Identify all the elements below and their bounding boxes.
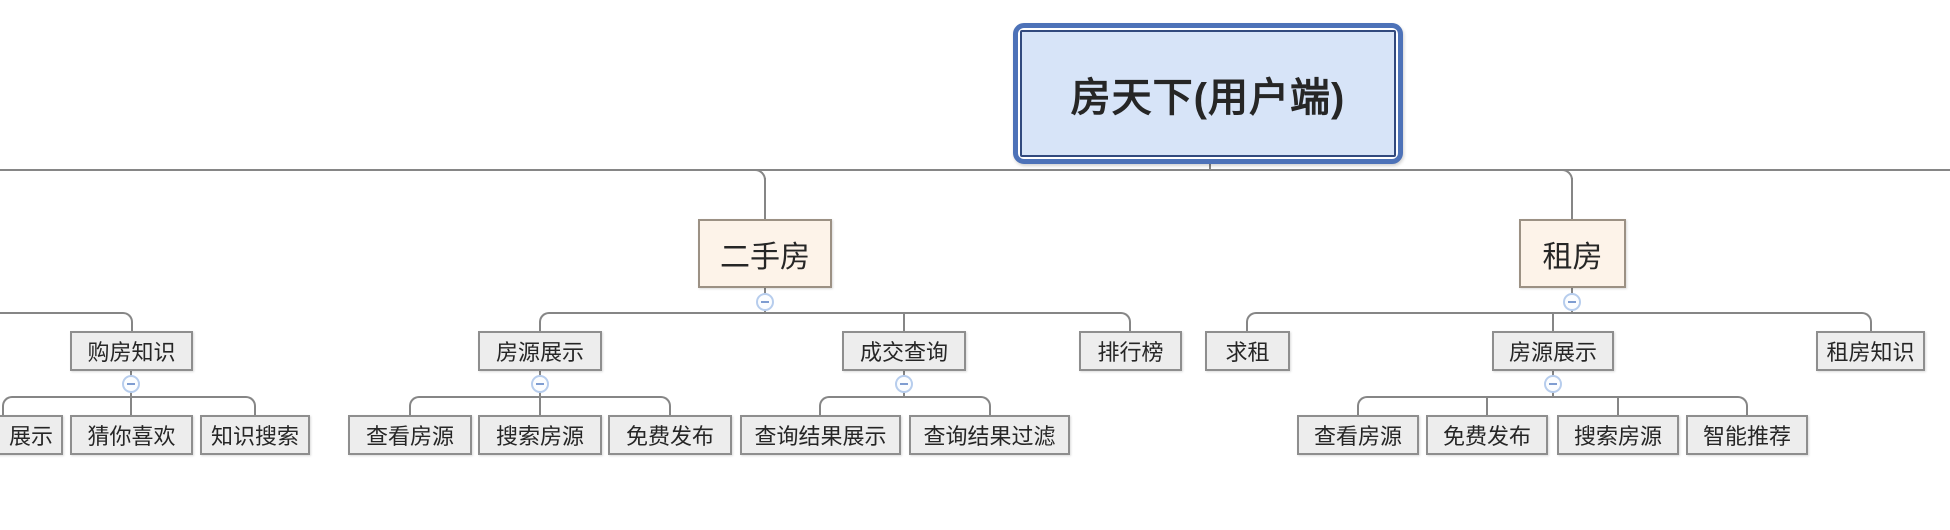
connector-drop xyxy=(1617,397,1619,415)
connector-drop xyxy=(539,397,541,415)
node-ershoufang[interactable]: 二手房 xyxy=(698,219,832,288)
connector-drop xyxy=(1571,178,1573,219)
collapse-icon[interactable] xyxy=(122,375,140,393)
node-cainixihuan[interactable]: 猜你喜欢 xyxy=(70,415,193,455)
node-label-zufang: 租房 xyxy=(1542,240,1603,274)
node-fangyuan-zhanshi-zufang[interactable]: 房源展示 xyxy=(1492,331,1614,371)
node-zhineng-tuijian[interactable]: 智能推荐 xyxy=(1686,415,1808,455)
node-label-sousuo-fangyuan-ershou: 搜索房源 xyxy=(495,424,584,449)
node-sousuo-fangyuan-ershou[interactable]: 搜索房源 xyxy=(478,415,602,455)
collapse-icon[interactable] xyxy=(1544,375,1562,393)
node-label-fangyuan-zhanshi-ershou: 房源展示 xyxy=(495,340,584,365)
collapse-icon[interactable] xyxy=(1563,293,1581,311)
node-goufang-zhishi[interactable]: 购房知识 xyxy=(70,331,193,371)
connector-bracket xyxy=(819,396,991,415)
node-mianfei-fabu-zufang[interactable]: 免费发布 xyxy=(1426,415,1548,455)
node-sousuo-fangyuan-zufang[interactable]: 搜索房源 xyxy=(1557,415,1679,455)
node-label-zhishi-sousuo: 知识搜索 xyxy=(210,424,299,449)
connector-rail xyxy=(0,169,1950,171)
node-label-paihangbang: 排行榜 xyxy=(1097,340,1164,365)
node-zhanshi-clipped[interactable]: 展示 xyxy=(0,415,63,455)
node-chaxun-jieguo-guolv[interactable]: 查询结果过滤 xyxy=(909,415,1070,455)
connector-drop xyxy=(130,397,132,415)
node-chakan-fangyuan-ershou[interactable]: 查看房源 xyxy=(348,415,472,455)
node-label-zufang-zhishi: 租房知识 xyxy=(1826,340,1915,365)
connector-elbow xyxy=(1560,169,1573,182)
node-label-cainixihuan: 猜你喜欢 xyxy=(87,424,176,449)
connector-bracket xyxy=(539,312,1131,331)
node-label-root: 房天下(用户端) xyxy=(1070,75,1346,120)
node-chakan-fangyuan-zufang[interactable]: 查看房源 xyxy=(1297,415,1419,455)
connector-bracket xyxy=(2,396,256,415)
collapse-icon[interactable] xyxy=(531,375,549,393)
node-label-zhineng-tuijian: 智能推荐 xyxy=(1702,424,1791,449)
node-label-chengjiao-chaxun: 成交查询 xyxy=(859,340,948,365)
node-label-ershoufang: 二手房 xyxy=(720,240,810,274)
node-qiuzu[interactable]: 求租 xyxy=(1205,331,1290,371)
node-paihangbang[interactable]: 排行榜 xyxy=(1079,331,1182,371)
node-zhishi-sousuo[interactable]: 知识搜索 xyxy=(200,415,310,455)
connector-bracket xyxy=(1246,312,1872,331)
node-zufang-zhishi[interactable]: 租房知识 xyxy=(1816,331,1925,371)
connector-drop xyxy=(903,313,905,331)
connector-drop xyxy=(764,178,766,219)
node-label-sousuo-fangyuan-zufang: 搜索房源 xyxy=(1573,424,1662,449)
node-root[interactable]: 房天下(用户端) xyxy=(1013,23,1403,164)
root-topic-inner: 房天下(用户端) xyxy=(1020,30,1396,157)
connector-bracket xyxy=(1357,396,1748,415)
node-zufang[interactable]: 租房 xyxy=(1519,219,1626,288)
node-label-chakan-fangyuan-ershou: 查看房源 xyxy=(365,424,454,449)
node-mianfei-fabu-ershou[interactable]: 免费发布 xyxy=(608,415,732,455)
connector-elbow xyxy=(753,169,766,182)
node-label-goufang-zhishi: 购房知识 xyxy=(87,340,176,365)
node-fangyuan-zhanshi-ershou[interactable]: 房源展示 xyxy=(478,331,602,371)
node-label-mianfei-fabu-ershou: 免费发布 xyxy=(625,424,714,449)
node-label-qiuzu: 求租 xyxy=(1225,340,1270,365)
node-label-fangyuan-zhanshi-zufang: 房源展示 xyxy=(1508,340,1597,365)
node-label-zhanshi-clipped: 展示 xyxy=(8,424,53,449)
node-label-chakan-fangyuan-zufang: 查看房源 xyxy=(1313,424,1402,449)
node-chaxun-jieguo-zhanshi[interactable]: 查询结果展示 xyxy=(740,415,901,455)
collapse-icon[interactable] xyxy=(895,375,913,393)
connector-drop xyxy=(1486,397,1488,415)
connector-bracket xyxy=(0,312,133,331)
collapse-icon[interactable] xyxy=(756,293,774,311)
node-chengjiao-chaxun[interactable]: 成交查询 xyxy=(842,331,966,371)
connector-drop xyxy=(1209,163,1211,170)
node-label-mianfei-fabu-zufang: 免费发布 xyxy=(1442,424,1531,449)
node-label-chaxun-jieguo-guolv: 查询结果过滤 xyxy=(923,424,1056,449)
connector-drop xyxy=(1552,313,1554,331)
node-label-chaxun-jieguo-zhanshi: 查询结果展示 xyxy=(754,424,887,449)
